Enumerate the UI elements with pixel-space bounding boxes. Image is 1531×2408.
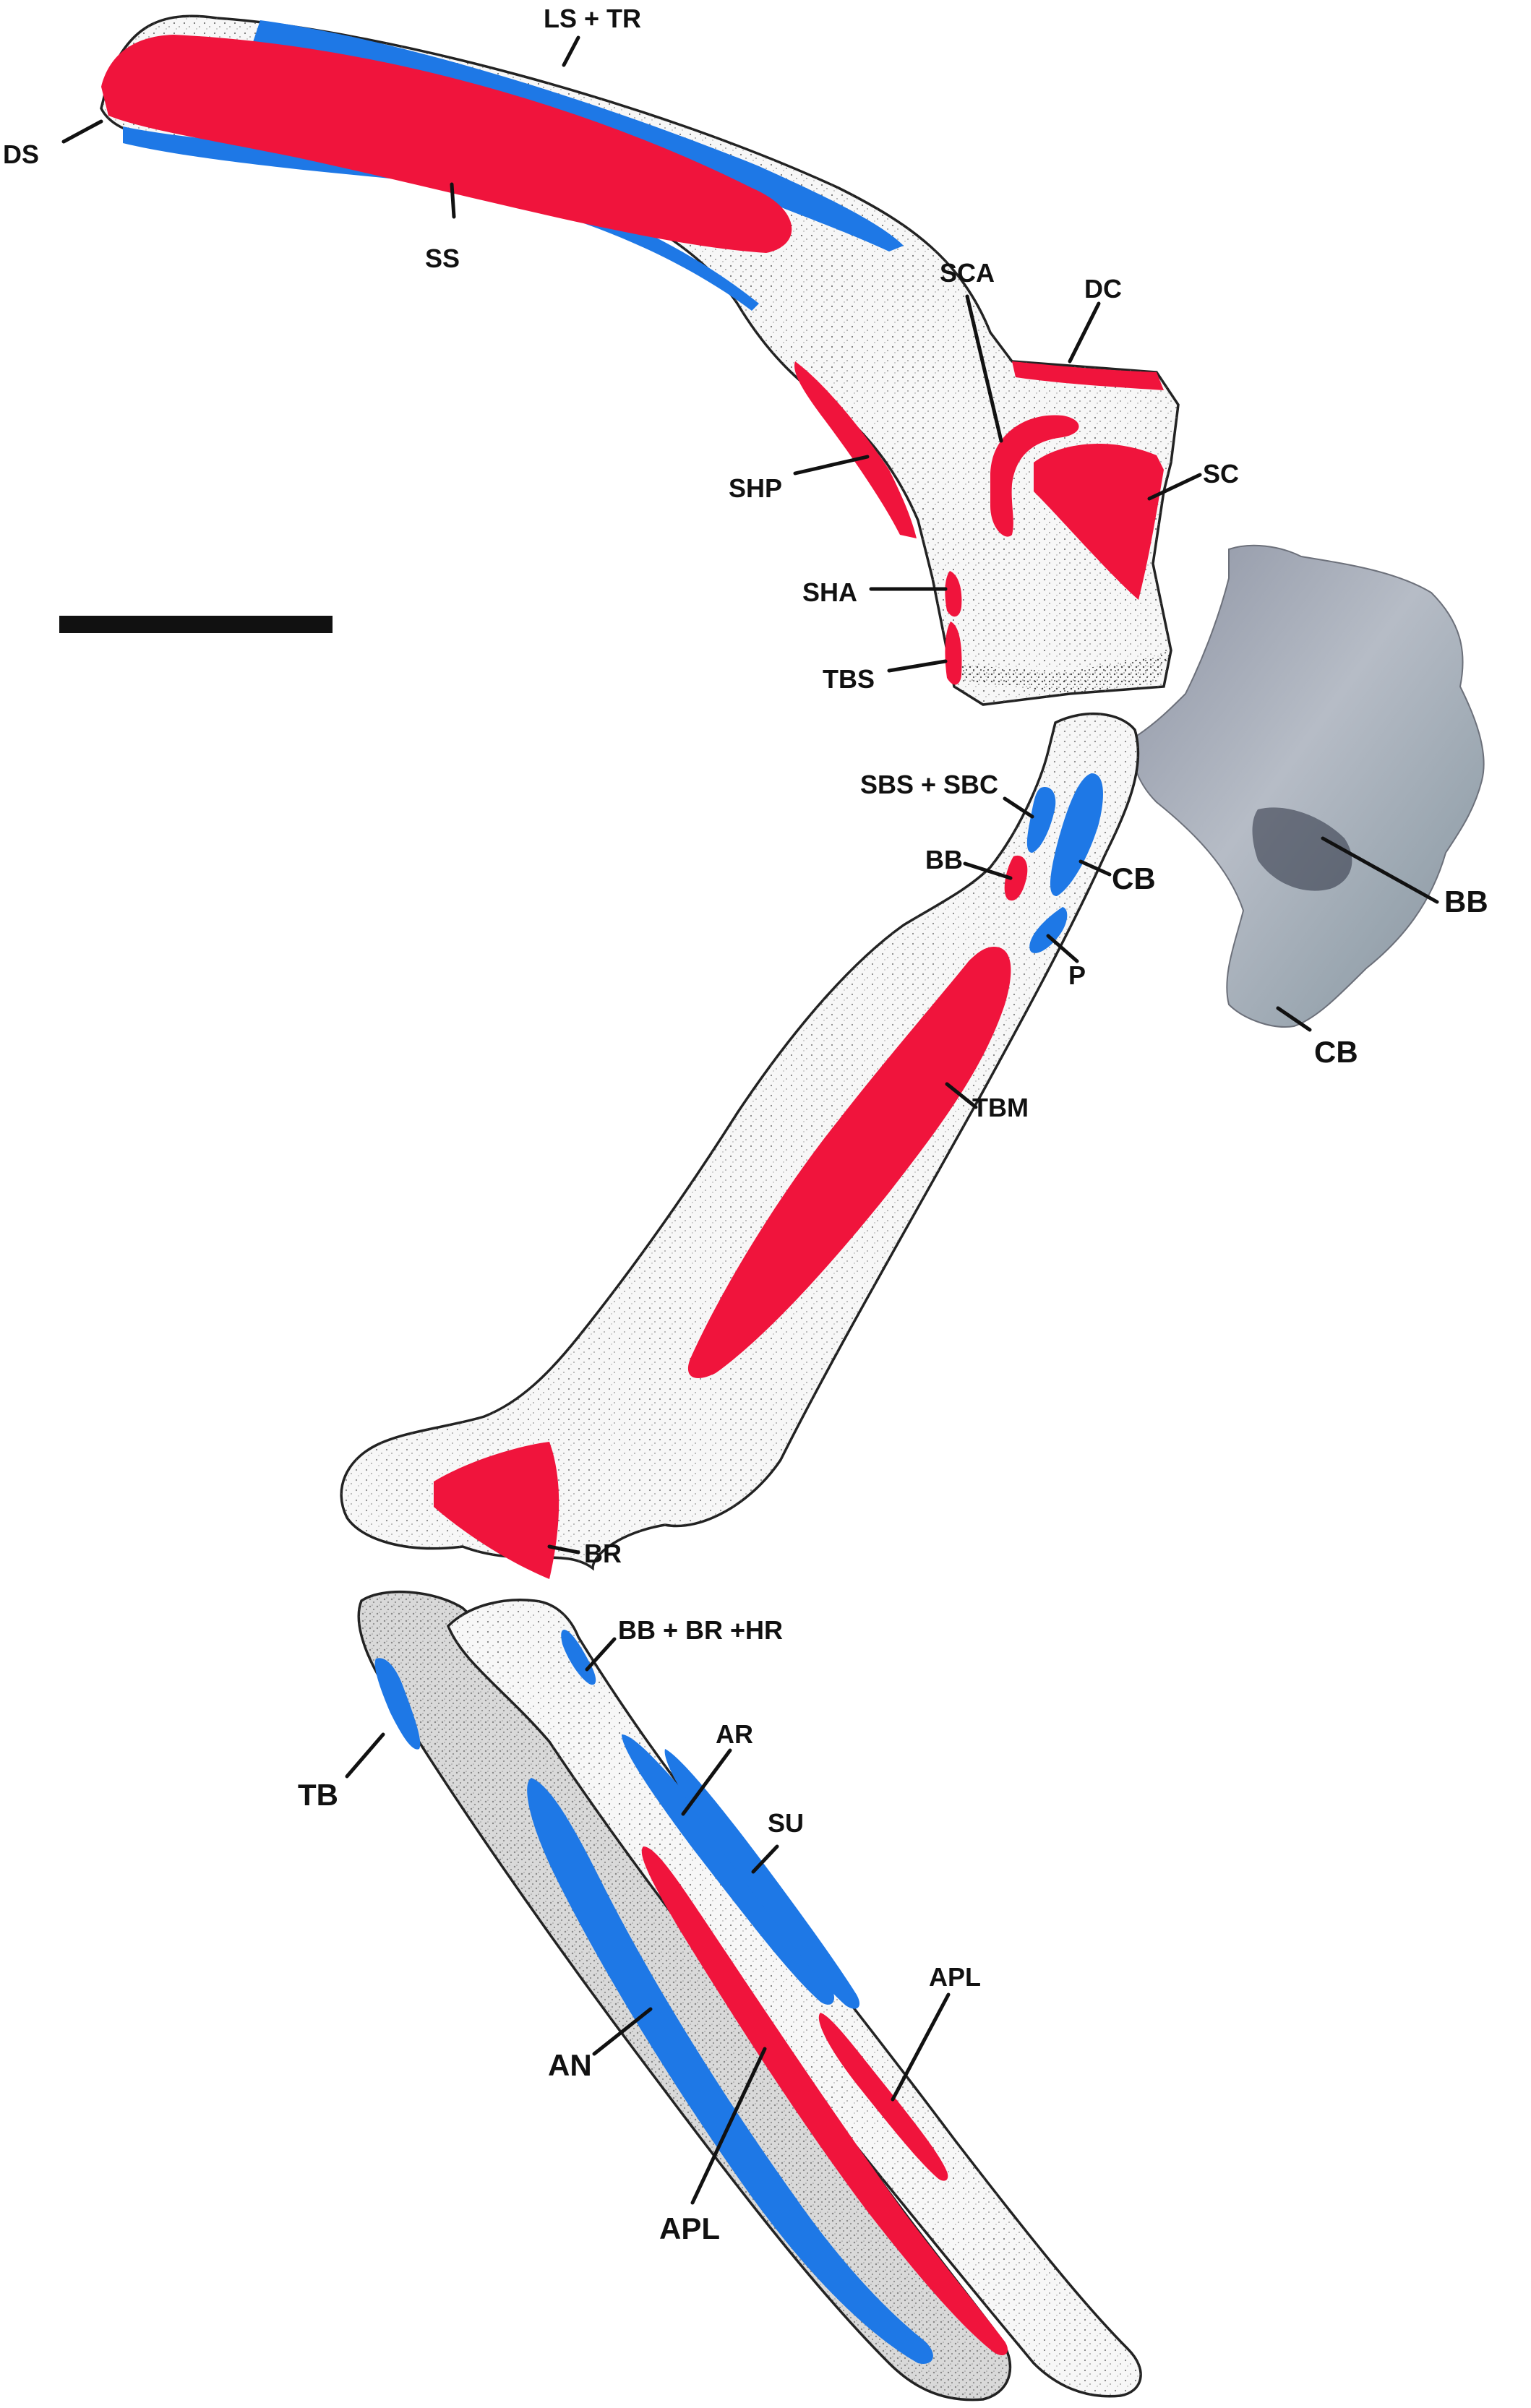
sca-origin	[990, 415, 1079, 537]
leader-cb-coracoid	[1276, 1006, 1312, 1032]
label-br: BR	[584, 1539, 622, 1568]
radius	[446, 1599, 1142, 2398]
dc-origin	[1012, 361, 1164, 390]
label-cb-humerus: CB	[1112, 861, 1156, 895]
cb-humerus-insertion	[1050, 773, 1103, 896]
br-origin	[434, 1442, 559, 1579]
leader-apl-upper	[891, 1992, 951, 2102]
leader-sc	[1147, 473, 1202, 501]
sbs-sbc-insertion	[1026, 787, 1056, 853]
leader-bb-coracoid	[1321, 836, 1439, 904]
apl-origin-upper	[818, 2013, 948, 2181]
label-sbs-sbc: SBS + SBC	[860, 770, 998, 799]
leader-ar	[681, 1748, 732, 1816]
humerus	[340, 712, 1140, 1579]
leader-dc	[1068, 301, 1101, 364]
leader-ss	[450, 182, 456, 219]
coracoid	[1131, 544, 1485, 1028]
ulna-stipple	[359, 1591, 1011, 2400]
label-ss: SS	[425, 244, 460, 273]
tbm-origin	[687, 947, 1011, 1379]
leader-lines	[61, 35, 1439, 2205]
label-cb-coracoid: CB	[1314, 1035, 1358, 1069]
leader-ds	[61, 119, 103, 144]
leader-tbm	[945, 1082, 978, 1109]
apl-origin-lower	[641, 1846, 1008, 2356]
leader-ls-tr	[562, 35, 580, 67]
leader-sbs-sbc	[1003, 796, 1034, 819]
label-apl-upper: APL	[929, 1962, 981, 1992]
radius-stipple	[448, 1599, 1141, 2396]
label-shp: SHP	[729, 473, 782, 503]
label-bb-coracoid: BB	[1444, 885, 1488, 919]
label-sha: SHA	[802, 577, 857, 607]
label-sca: SCA	[940, 258, 995, 288]
label-ls-tr: LS + TR	[544, 4, 641, 33]
label-su: SU	[768, 1808, 804, 1838]
label-an: AN	[548, 2048, 592, 2082]
label-dc: DC	[1084, 274, 1122, 304]
glenoid-shade	[954, 650, 1171, 694]
humerus-stipple	[341, 713, 1138, 1568]
scapula	[100, 14, 1180, 706]
an-origin	[527, 1778, 933, 2364]
leader-bb-br-hr	[585, 1637, 617, 1672]
label-sc: SC	[1203, 459, 1239, 489]
leader-p	[1046, 934, 1079, 963]
ar-origin	[622, 1734, 835, 2005]
ds-origin	[101, 35, 792, 253]
leader-su	[751, 1844, 779, 1874]
leader-tbs	[887, 659, 948, 673]
leader-an	[592, 2007, 653, 2056]
label-bb-br-hr: BB + BR +HR	[618, 1615, 783, 1645]
leader-shp	[793, 455, 870, 476]
leader-sca	[965, 294, 1003, 443]
label-tbs: TBS	[823, 664, 875, 694]
label-ar: AR	[716, 1719, 753, 1749]
label-tb: TB	[298, 1778, 338, 1812]
tb-insertion	[374, 1658, 421, 1750]
shp-origin	[794, 361, 917, 538]
p-insertion	[1029, 907, 1068, 953]
sha-origin	[945, 571, 962, 617]
ss-insertion	[123, 126, 759, 311]
sc-origin	[1034, 443, 1164, 600]
label-p: P	[1068, 960, 1086, 990]
label-bb-humerus: BB	[925, 845, 963, 874]
leader-tb	[345, 1732, 385, 1779]
leader-apl-lower	[690, 2047, 767, 2205]
leader-cb-humerus	[1078, 859, 1112, 877]
labels: LS + TR DS SS SCA DC SHP SC SHA TBS SBS …	[3, 4, 1488, 2245]
bb-humerus-origin	[1004, 855, 1028, 901]
leader-br	[547, 1544, 580, 1555]
su-origin	[664, 1749, 860, 2009]
label-apl-lower: APL	[659, 2211, 720, 2245]
scale-bar	[59, 616, 333, 633]
tbs-origin	[945, 622, 962, 685]
label-tbm: TBM	[972, 1093, 1029, 1122]
ulna	[357, 1590, 1012, 2401]
label-ds: DS	[3, 139, 39, 169]
leader-bb-humerus	[963, 861, 1013, 880]
coracoid-dark-patch	[1252, 807, 1352, 891]
